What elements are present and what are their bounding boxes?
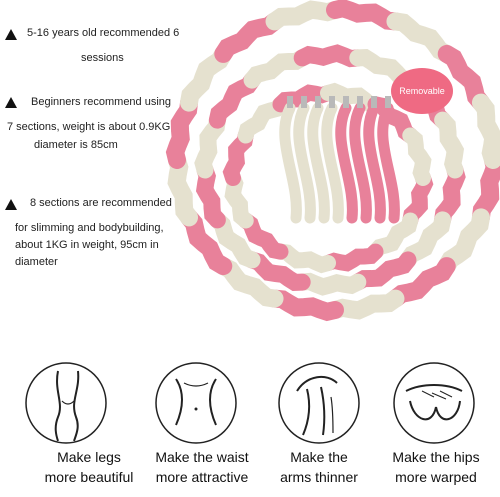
note-line: 8 sections are recommended xyxy=(30,197,172,209)
hoop-segment xyxy=(272,243,336,274)
hoop-segment xyxy=(214,257,284,308)
hoop-segment xyxy=(326,0,405,31)
note-slimming: 8 sections are recommended for slimming … xyxy=(15,195,172,271)
hoop-segment xyxy=(437,44,490,112)
hoop-segment xyxy=(208,71,261,129)
note-line: 7 sections, weight is about 0.9KG, xyxy=(7,121,174,133)
section-connector xyxy=(357,96,363,108)
hoop-segment xyxy=(165,93,199,169)
hoop-section xyxy=(321,102,344,224)
caption-line: Make legs xyxy=(57,449,121,465)
hips-icon xyxy=(393,362,475,444)
hoop-segment xyxy=(349,251,417,291)
hoop-segment xyxy=(265,0,344,31)
caption-line: more beautiful xyxy=(44,469,134,485)
hoop-segment xyxy=(434,111,465,179)
note-line: for slimming and bodybuilding, xyxy=(15,222,164,234)
hoop-segment xyxy=(180,208,233,276)
hoop-medium xyxy=(194,44,466,296)
section-connector xyxy=(371,96,377,108)
hoop-section xyxy=(307,102,330,224)
hoop-segment xyxy=(243,49,311,89)
caption-line: arms thinner xyxy=(280,469,358,485)
hoop-segment xyxy=(293,44,367,68)
section-connector xyxy=(329,96,335,108)
benefit-caption-waist: Make the waist more attractive xyxy=(142,447,262,487)
caption-line: more attractive xyxy=(155,469,249,485)
bullet-triangle-icon xyxy=(5,199,17,210)
arm-icon xyxy=(278,362,360,444)
note-line: sessions xyxy=(81,52,124,64)
hoop-segment xyxy=(471,93,500,169)
hoop-segment xyxy=(320,82,384,113)
benefit-caption-arms: Make the arms thinner xyxy=(266,447,372,487)
hoop-segment xyxy=(402,127,432,186)
hoop-section xyxy=(377,102,400,224)
removable-badge: Removable xyxy=(391,68,453,114)
hoop-segment xyxy=(194,111,226,179)
hoop-segment xyxy=(265,289,344,322)
hoop-segment xyxy=(367,212,419,260)
hoop-section xyxy=(279,102,302,224)
bullet-triangle-icon xyxy=(5,29,17,40)
hoop-segment xyxy=(214,12,284,63)
hoop-section xyxy=(335,102,358,224)
hoop-segment xyxy=(399,211,452,269)
note-beginners: Beginners recommend using 7 sections, we… xyxy=(7,94,173,154)
waist-icon xyxy=(155,362,237,444)
bullet-triangle-icon xyxy=(5,97,17,108)
hoop-segment xyxy=(180,44,233,112)
caption-line: Make the hips xyxy=(392,449,480,465)
note-age: 5-16 years old recommended 6 sessions xyxy=(27,25,179,67)
section-connector xyxy=(343,96,349,108)
caption-line: Make the waist xyxy=(155,449,249,465)
hoop-large xyxy=(165,0,500,322)
note-line: about 1KG in weight, 95cm in xyxy=(15,239,159,251)
hoop-segment xyxy=(320,243,384,272)
hoop-segment xyxy=(293,272,367,296)
hoop-segment xyxy=(237,96,289,144)
note-line: diameter xyxy=(15,256,58,268)
hoop-section xyxy=(349,102,372,224)
hoop-segment xyxy=(243,251,311,292)
caption-line: Make the xyxy=(290,449,348,465)
section-connector xyxy=(315,96,321,108)
hoop-section xyxy=(363,102,386,224)
detached-sections xyxy=(279,96,400,224)
hula-hoops-illustration xyxy=(165,0,500,322)
benefit-caption-legs: Make legs more beautiful xyxy=(24,447,154,487)
caption-line: more warped xyxy=(395,469,477,485)
note-line: diameter is 85cm xyxy=(34,139,118,151)
benefit-caption-hips: Make the hips more warped xyxy=(380,447,492,487)
note-line: 5-16 years old recommended 6 xyxy=(27,27,180,39)
hoop-segment xyxy=(167,151,199,227)
hoop-segment xyxy=(195,161,226,229)
section-connector xyxy=(301,96,307,108)
hoop-segment xyxy=(434,161,466,229)
hoop-segment xyxy=(386,257,456,308)
section-connector xyxy=(287,96,293,108)
hoop-segment xyxy=(437,208,490,276)
hoop-segment xyxy=(208,211,261,269)
hoop-segment xyxy=(471,151,500,227)
section-connector xyxy=(385,96,391,108)
legs-icon xyxy=(25,362,107,444)
hoop-section xyxy=(293,102,316,224)
hoop-segment xyxy=(386,12,456,63)
note-line: Beginners recommend using xyxy=(31,96,172,108)
hoop-segment xyxy=(326,289,405,320)
